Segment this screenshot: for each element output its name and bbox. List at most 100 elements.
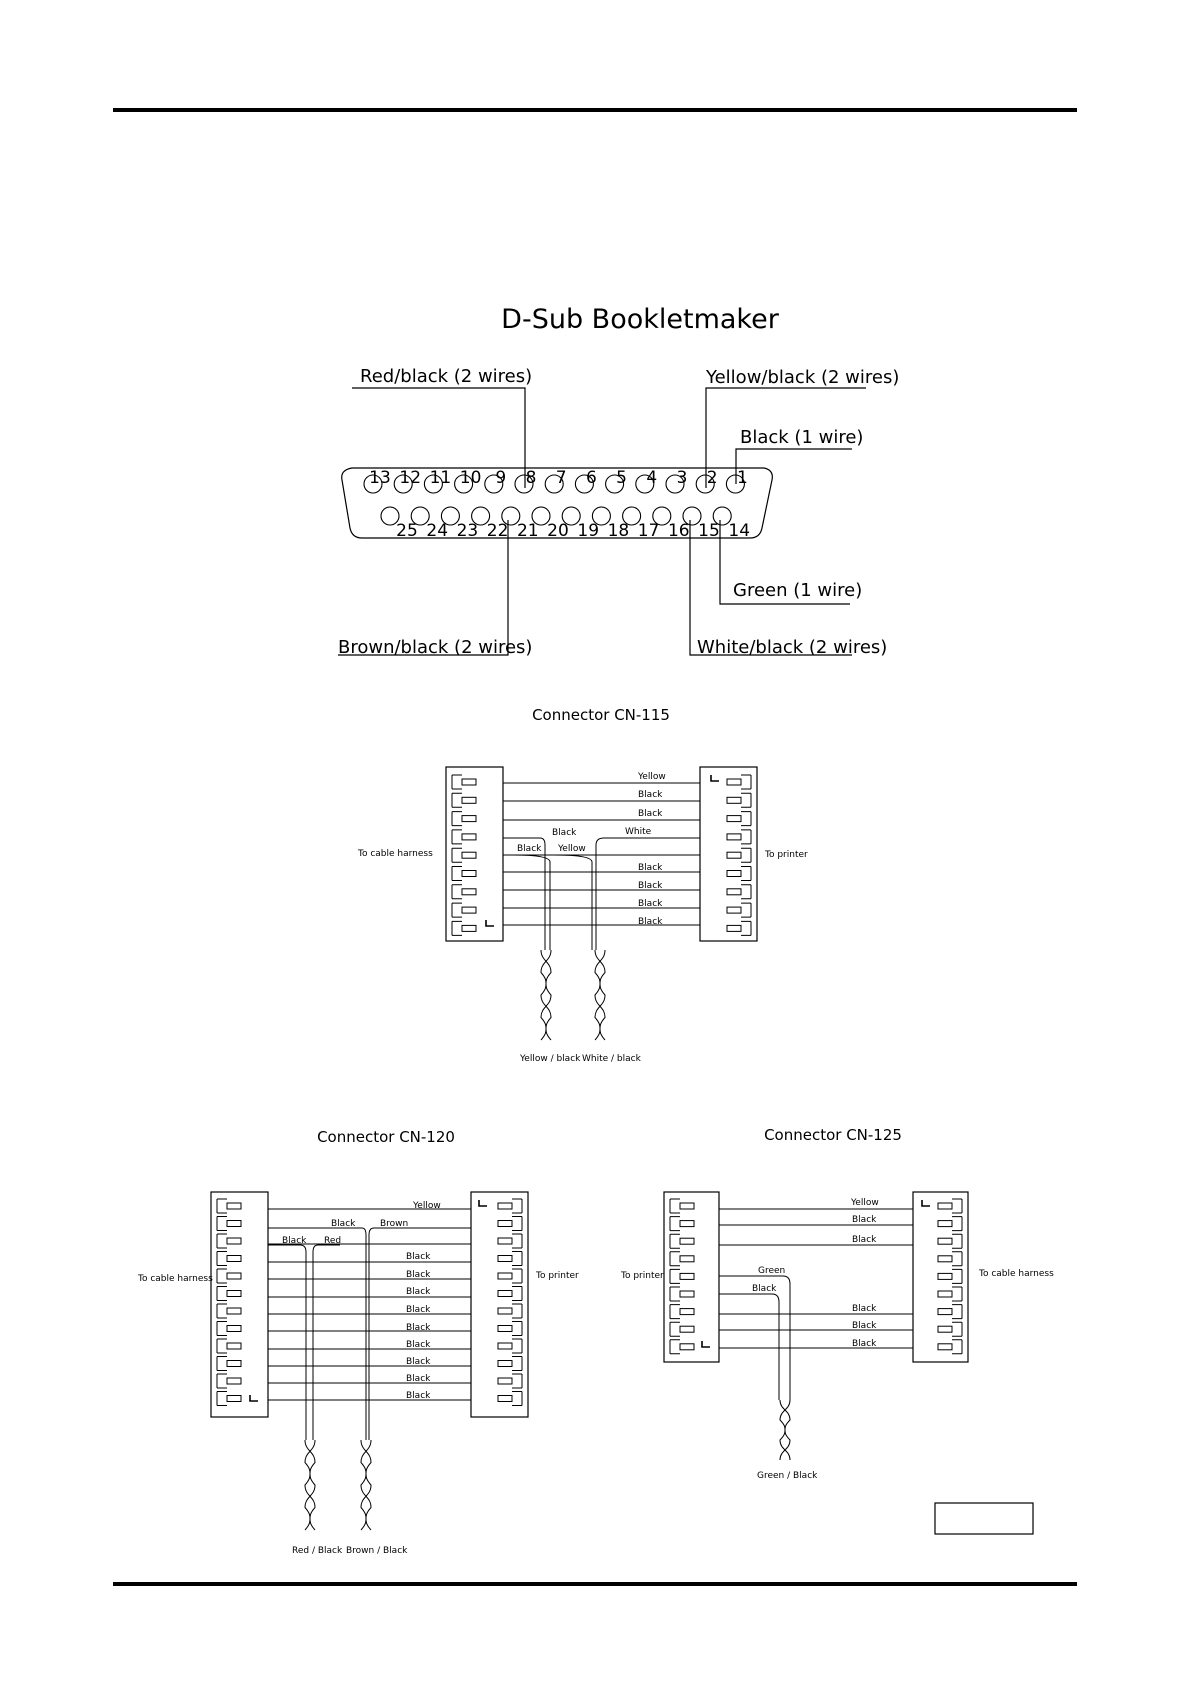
cn120-right-label: To printer (535, 1271, 579, 1281)
connector-slot-bracket (512, 1251, 523, 1266)
wire (595, 837, 700, 950)
connector-slot (497, 1290, 513, 1297)
wire (268, 1227, 367, 1440)
cn115-twist-label: White / black (582, 1054, 642, 1064)
connector-slot (461, 888, 477, 896)
cn115-title: Connector CN-115 (532, 706, 670, 724)
connector-slot (461, 870, 477, 877)
connector-slot-bracket (451, 884, 462, 900)
dsub-pin-hole (380, 506, 400, 526)
connector-slot-bracket (216, 1286, 227, 1301)
cn120-wire-labels: Yellow Black Brown Black Red Black Black… (282, 1201, 441, 1401)
connector-slot-bracket (512, 1303, 523, 1319)
dsub-pin-hole (712, 506, 732, 526)
wire-label: Black (852, 1321, 877, 1331)
dsub-pin-hole (695, 474, 715, 494)
connector-slot-bracket (512, 1321, 523, 1336)
connector-slot-bracket (669, 1321, 680, 1337)
dsub-connector (341, 467, 773, 539)
connector-slot-bracket (512, 1198, 523, 1214)
wire (719, 1293, 780, 1400)
connector-slot (937, 1237, 953, 1245)
wire-label: Yellow (557, 844, 586, 854)
connector-slot (726, 796, 742, 804)
connector-slot (226, 1237, 242, 1245)
cn120-twist-label: Red / Black (292, 1546, 343, 1556)
wire-label: Black (638, 899, 663, 909)
dsub-pin-hole (410, 506, 430, 526)
wire-label: Yellow (637, 772, 666, 782)
dsub-pin-number: 9 (495, 468, 506, 488)
dsub-pin-number: 21 (517, 521, 539, 541)
dsub-pin-number: 14 (728, 521, 750, 541)
connector-slot-bracket (952, 1233, 963, 1249)
twisted-wire (594, 949, 606, 1041)
wire-label: Black (331, 1219, 356, 1229)
connector-slot (461, 833, 477, 841)
cn120-twist-label: Brown / Black (346, 1546, 408, 1556)
wire-label: Red (324, 1236, 341, 1246)
wire (503, 854, 551, 950)
dsub-pin-hole (531, 506, 551, 526)
wire-label: White (625, 827, 652, 837)
dsub-pin-number: 24 (426, 521, 448, 541)
dsub-pin-number: 7 (556, 468, 567, 488)
connector-slot-bracket (952, 1268, 963, 1284)
connector-slot-bracket (741, 774, 752, 790)
wire-label: Black (406, 1374, 431, 1384)
twisted-wire (779, 1399, 791, 1461)
dsub-pin-number: 20 (547, 521, 569, 541)
connector-slot (497, 1255, 513, 1262)
connector-slot (497, 1272, 513, 1280)
connector-slot (726, 906, 742, 914)
connector-slot-bracket (669, 1339, 680, 1355)
connector-slot (726, 778, 742, 786)
wire-label: Brown (380, 1219, 408, 1229)
connector-slot (679, 1220, 695, 1228)
dsub-pin-hole (622, 506, 642, 526)
wire-label: Black (852, 1215, 877, 1225)
dsub-pin-number: 1 (737, 468, 748, 488)
dsub-pin-hole (605, 474, 625, 494)
cn125-diagram (663, 1191, 969, 1461)
connector-slot (937, 1325, 953, 1333)
wire-label: Black (406, 1323, 431, 1333)
connector-slot (226, 1307, 242, 1315)
cn115-right-label: To printer (764, 850, 808, 860)
cn120-diagram (210, 1191, 529, 1531)
connector-slot-bracket (216, 1338, 227, 1354)
connector-slot-bracket (216, 1356, 227, 1371)
connector-slot-bracket (512, 1233, 523, 1249)
wire-label: Black (752, 1284, 777, 1294)
dsub-shell (341, 467, 773, 539)
connector-slot-bracket (669, 1198, 680, 1214)
connector-slot-bracket (669, 1304, 680, 1320)
connector-slot-bracket (952, 1198, 963, 1214)
dsub-pin-number: 2 (707, 468, 718, 488)
wire (268, 1244, 307, 1440)
dsub-pin-number: 18 (608, 521, 630, 541)
connector-slot (461, 906, 477, 914)
connector-slot (461, 778, 477, 786)
dsub-pin-hole (652, 506, 672, 526)
connector-slot-bracket (952, 1321, 963, 1337)
page-title: D-Sub Bookletmaker (501, 304, 780, 335)
dsub-pin-hole (682, 506, 702, 526)
dsub-pin-hole (393, 474, 413, 494)
dsub-pin-number: 13 (369, 468, 391, 488)
connector-slot (937, 1272, 953, 1280)
connector-slot (461, 851, 477, 859)
connector-slot (226, 1342, 242, 1350)
wire-label: Yellow (412, 1201, 441, 1211)
cn115-twist-label: Yellow / black (519, 1054, 581, 1064)
connector-slot (679, 1272, 695, 1280)
connector-slot (226, 1325, 242, 1332)
dsub-pin-hole (471, 506, 491, 526)
wire-label: Black (406, 1305, 431, 1315)
wire-label: Yellow (850, 1198, 879, 1208)
black-leader (735, 448, 852, 484)
cn120-left-label: To cable harness (137, 1274, 213, 1284)
connector-slot (497, 1220, 513, 1227)
connector-slot-bracket (512, 1268, 523, 1284)
connector-slot (226, 1255, 242, 1262)
